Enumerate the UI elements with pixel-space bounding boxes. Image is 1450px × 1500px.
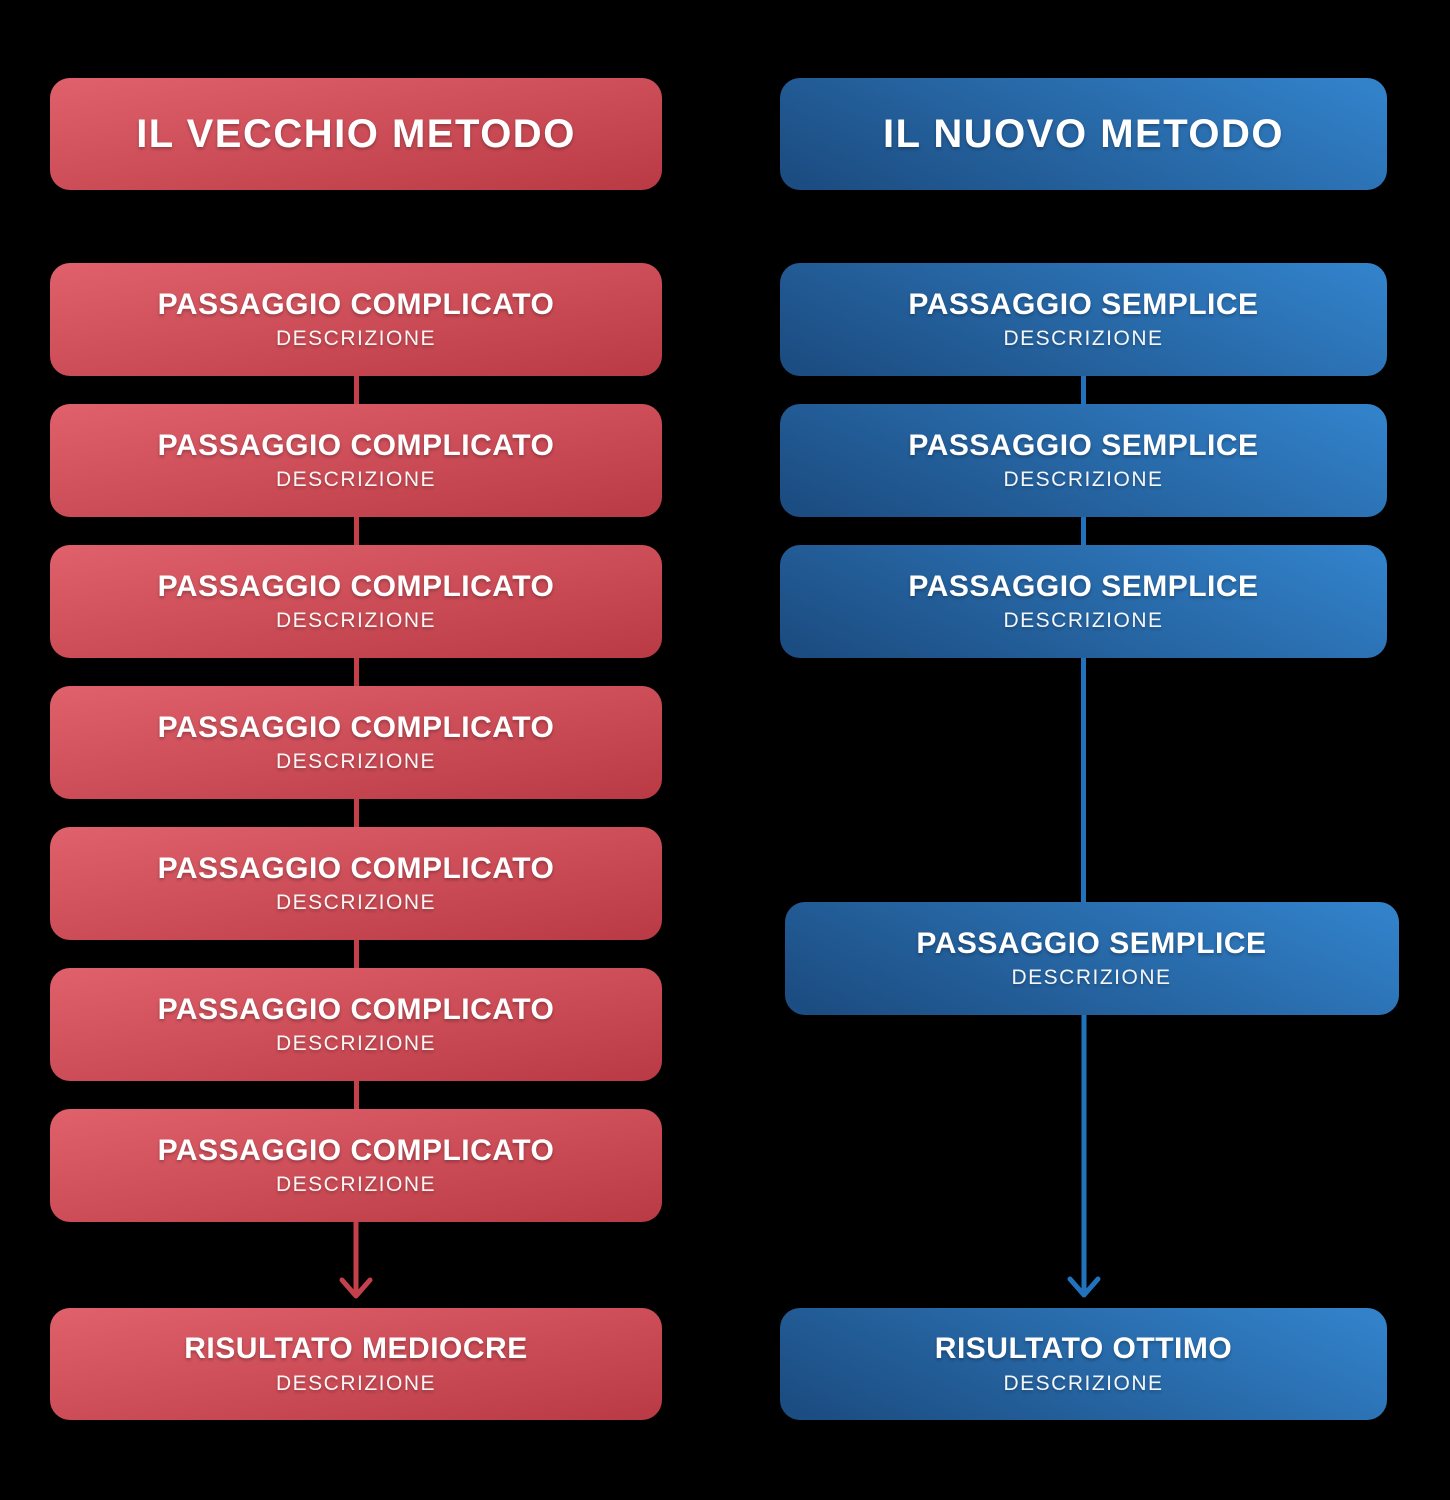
connector-line bbox=[1081, 376, 1086, 404]
old-step-3: PASSAGGIO COMPLICATO DESCRIZIONE bbox=[50, 545, 662, 658]
step-title: PASSAGGIO COMPLICATO bbox=[157, 1133, 555, 1167]
new-step-1: PASSAGGIO SEMPLICE DESCRIZIONE bbox=[780, 263, 1387, 376]
connector-line bbox=[353, 658, 359, 686]
new-step-2: PASSAGGIO SEMPLICE DESCRIZIONE bbox=[780, 404, 1387, 517]
old-step-4: PASSAGGIO COMPLICATO DESCRIZIONE bbox=[50, 686, 662, 799]
step-title: PASSAGGIO SEMPLICE bbox=[916, 926, 1267, 960]
step-title: PASSAGGIO COMPLICATO bbox=[157, 287, 555, 321]
step-description: DESCRIZIONE bbox=[1003, 327, 1164, 351]
step-description: DESCRIZIONE bbox=[275, 891, 436, 915]
old-method-header-label: IL VECCHIO METODO bbox=[136, 111, 576, 156]
step-description: DESCRIZIONE bbox=[275, 1032, 436, 1056]
step-description: DESCRIZIONE bbox=[1011, 966, 1172, 990]
arrow-down-icon bbox=[334, 1222, 378, 1308]
step-description: DESCRIZIONE bbox=[275, 1173, 436, 1197]
old-step-7: PASSAGGIO COMPLICATO DESCRIZIONE bbox=[50, 1109, 662, 1222]
step-title: PASSAGGIO COMPLICATO bbox=[157, 569, 555, 603]
step-title: PASSAGGIO COMPLICATO bbox=[157, 428, 555, 462]
step-title: PASSAGGIO SEMPLICE bbox=[908, 569, 1259, 603]
arrow-down-icon bbox=[1062, 1015, 1106, 1308]
step-description: DESCRIZIONE bbox=[1003, 468, 1164, 492]
connector-line bbox=[353, 376, 359, 404]
step-title: PASSAGGIO COMPLICATO bbox=[157, 710, 555, 744]
result-title: RISULTATO MEDIOCRE bbox=[184, 1332, 528, 1366]
old-method-result: RISULTATO MEDIOCRE DESCRIZIONE bbox=[50, 1308, 662, 1420]
old-step-6: PASSAGGIO COMPLICATO DESCRIZIONE bbox=[50, 968, 662, 1081]
connector-line bbox=[353, 517, 359, 545]
step-description: DESCRIZIONE bbox=[275, 750, 436, 774]
new-method-result: RISULTATO OTTIMO DESCRIZIONE bbox=[780, 1308, 1387, 1420]
old-step-5: PASSAGGIO COMPLICATO DESCRIZIONE bbox=[50, 827, 662, 940]
connector-line bbox=[353, 1081, 359, 1109]
connector-line-long bbox=[1081, 658, 1086, 902]
new-step-4: PASSAGGIO SEMPLICE DESCRIZIONE bbox=[784, 902, 1399, 1015]
result-description: DESCRIZIONE bbox=[275, 1371, 436, 1395]
connector-line bbox=[353, 940, 359, 968]
old-method-header: IL VECCHIO METODO bbox=[50, 78, 662, 190]
new-method-header: IL NUOVO METODO bbox=[780, 78, 1387, 190]
new-step-3: PASSAGGIO SEMPLICE DESCRIZIONE bbox=[780, 545, 1387, 658]
step-description: DESCRIZIONE bbox=[275, 609, 436, 633]
result-description: DESCRIZIONE bbox=[1003, 1371, 1164, 1395]
step-title: PASSAGGIO COMPLICATO bbox=[157, 992, 555, 1026]
step-description: DESCRIZIONE bbox=[275, 468, 436, 492]
new-method-column: IL NUOVO METODO PASSAGGIO SEMPLICE DESCR… bbox=[780, 0, 1399, 1420]
old-step-1: PASSAGGIO COMPLICATO DESCRIZIONE bbox=[50, 263, 662, 376]
step-title: PASSAGGIO SEMPLICE bbox=[908, 287, 1259, 321]
step-title: PASSAGGIO SEMPLICE bbox=[908, 428, 1259, 462]
new-method-header-label: IL NUOVO METODO bbox=[882, 111, 1285, 156]
old-method-column: IL VECCHIO METODO PASSAGGIO COMPLICATO D… bbox=[50, 0, 662, 1420]
step-description: DESCRIZIONE bbox=[1003, 609, 1164, 633]
result-title: RISULTATO OTTIMO bbox=[934, 1332, 1233, 1366]
step-title: PASSAGGIO COMPLICATO bbox=[157, 851, 555, 885]
old-step-2: PASSAGGIO COMPLICATO DESCRIZIONE bbox=[50, 404, 662, 517]
connector-line bbox=[353, 799, 359, 827]
step-description: DESCRIZIONE bbox=[275, 327, 436, 351]
connector-line bbox=[1081, 517, 1086, 545]
